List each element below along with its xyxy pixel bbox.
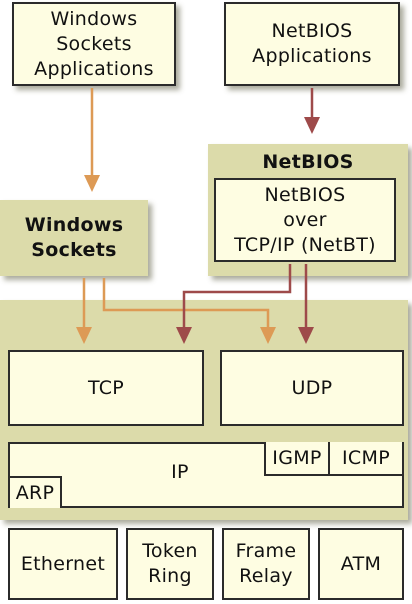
- ethernet-box: Ethernet: [8, 528, 118, 600]
- udp-box: UDP: [220, 350, 404, 426]
- atm-label: ATM: [340, 552, 382, 575]
- tcp-label: TCP: [87, 376, 125, 399]
- frame-relay-box: Frame Relay: [222, 528, 310, 600]
- windows-sockets-label: Windows Sockets: [24, 214, 124, 261]
- netbt-to-udp-arrow: [298, 264, 314, 344]
- token-ring-box: Token Ring: [126, 528, 214, 600]
- sockets-to-udp-arrow: [102, 278, 276, 344]
- netbt-label: NetBIOS over TCP/IP (NetBT): [234, 183, 376, 256]
- windows-sockets-applications-label: Windows Sockets Applications: [34, 7, 154, 80]
- icmp-box: ICMP: [328, 442, 404, 476]
- igmp-label: IGMP: [272, 446, 322, 469]
- ip-label: IP: [171, 461, 189, 483]
- winsock-app-to-sockets-arrow: [84, 88, 100, 192]
- windows-sockets-applications-box: Windows Sockets Applications: [12, 2, 176, 86]
- frame-relay-label: Frame Relay: [235, 540, 297, 587]
- netbios-applications-box: NetBIOS Applications: [224, 2, 400, 86]
- sockets-to-tcp-arrow: [76, 278, 92, 344]
- igmp-box: IGMP: [264, 442, 330, 476]
- atm-box: ATM: [318, 528, 404, 600]
- arp-box: ARP: [8, 476, 62, 508]
- netbios-applications-label: NetBIOS Applications: [252, 20, 372, 67]
- icmp-label: ICMP: [342, 446, 390, 469]
- netbt-box: NetBIOS over TCP/IP (NetBT): [214, 178, 396, 262]
- netbios-title: NetBIOS: [262, 151, 354, 173]
- ethernet-label: Ethernet: [20, 552, 106, 575]
- netbt-to-tcp-arrow: [176, 264, 292, 344]
- tcp-box: TCP: [8, 350, 204, 426]
- udp-label: UDP: [291, 376, 333, 399]
- arp-label: ARP: [15, 481, 55, 504]
- windows-sockets-panel: Windows Sockets: [0, 200, 148, 276]
- netbios-app-to-netbios-arrow: [304, 88, 320, 134]
- token-ring-label: Token Ring: [142, 540, 198, 587]
